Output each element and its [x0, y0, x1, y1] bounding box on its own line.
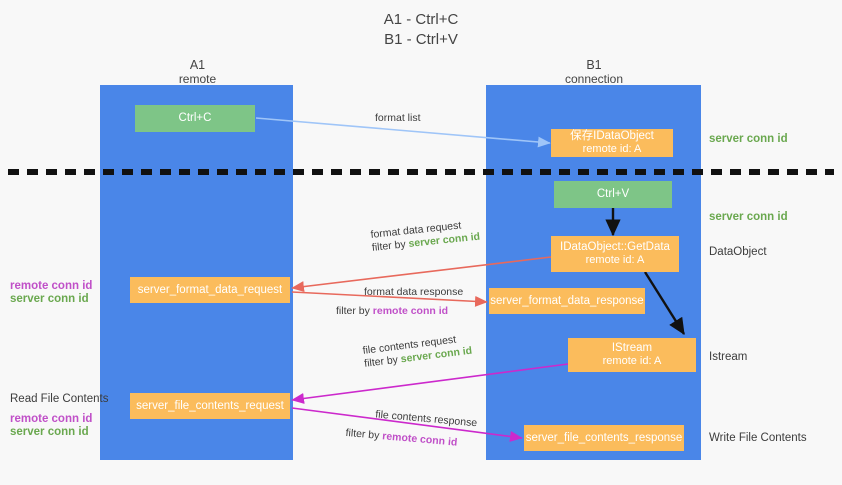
label-remote-conn-id-1: remote conn id: [10, 280, 93, 292]
label-server-conn-id-top: server conn id: [709, 133, 788, 145]
node-server-format-data-response-label: server_format_data_response: [490, 294, 644, 307]
label-server-conn-id-2: server conn id: [10, 426, 89, 438]
node-data-object-create-line2: remote id: A: [582, 143, 642, 155]
label-server-conn-id-mid: server conn id: [709, 211, 788, 223]
filter-prefix: filter by: [371, 238, 410, 254]
column-header-a1-name: A1: [189, 58, 206, 72]
edge-label-format-data-response: format data response filter by remote co…: [336, 286, 463, 318]
edge-label-format-data-response-line1: format data response: [364, 286, 464, 298]
node-data-object-create-line1: 保存IDataObject: [570, 130, 654, 142]
node-server-format-data-response[interactable]: server_format_data_response: [489, 288, 645, 314]
edge-label-format-data-response-filter: filter by remote conn id: [336, 299, 463, 318]
column-header-a1-role: remote: [178, 72, 217, 86]
node-getdata-line2: remote id: A: [585, 254, 645, 266]
column-header-b1-role: connection: [564, 72, 624, 86]
label-istream: Istream: [709, 351, 748, 363]
node-ctrl-v-label: Ctrl+V: [596, 188, 630, 200]
node-getdata-line1: IDataObject::GetData: [560, 241, 670, 253]
filter-prefix: filter by: [345, 426, 383, 443]
node-server-format-data-request[interactable]: server_format_data_request: [130, 277, 290, 303]
title-line-2: B1 - Ctrl+V: [384, 31, 458, 48]
column-header-b1-name: B1: [586, 58, 602, 72]
node-ctrl-c[interactable]: Ctrl+C: [135, 105, 255, 132]
node-server-file-contents-response[interactable]: server_file_contents_response: [524, 425, 684, 451]
filter-value-remote-conn-id: remote conn id: [381, 430, 458, 449]
title-line-1: A1 - Ctrl+C: [383, 11, 459, 28]
edge-label-file-contents-response: file contents response filter by remote …: [345, 406, 478, 451]
edge-label-format-data-request: format data request filter by server con…: [370, 218, 481, 255]
node-istream-line1: IStream: [611, 342, 653, 354]
node-server-file-contents-request[interactable]: server_file_contents_request: [130, 393, 290, 419]
diagram-title: A1 - Ctrl+C B1 - Ctrl+V: [0, 10, 842, 50]
node-server-file-contents-request-label: server_file_contents_request: [136, 399, 284, 412]
label-data-object: DataObject: [709, 246, 767, 258]
filter-value-remote-conn-id: remote conn id: [372, 305, 449, 317]
column-header-a1: A1 remote: [120, 58, 275, 86]
node-ctrl-c-label: Ctrl+C: [178, 112, 212, 124]
column-header-b1: B1 connection: [515, 58, 673, 86]
node-idataobject-getdata[interactable]: IDataObject::GetData remote id: A: [551, 236, 679, 272]
label-remote-conn-id-2: remote conn id: [10, 413, 93, 425]
filter-prefix: filter by: [336, 305, 373, 317]
node-server-file-contents-response-label: server_file_contents_response: [525, 431, 683, 444]
label-server-conn-id-1: server conn id: [10, 293, 89, 305]
node-istream[interactable]: IStream remote id: A: [568, 338, 696, 372]
node-data-object-create[interactable]: 保存IDataObject remote id: A: [551, 129, 673, 157]
edge-label-format-list: format list: [375, 112, 421, 124]
node-istream-line2: remote id: A: [602, 355, 662, 367]
edge-label-file-contents-request: file contents request filter by server c…: [362, 332, 473, 371]
node-server-format-data-request-label: server_format_data_request: [137, 283, 283, 296]
node-ctrl-v[interactable]: Ctrl+V: [554, 181, 672, 208]
label-read-file-contents: Read File Contents: [10, 393, 109, 405]
label-write-file-contents: Write File Contents: [709, 432, 807, 444]
